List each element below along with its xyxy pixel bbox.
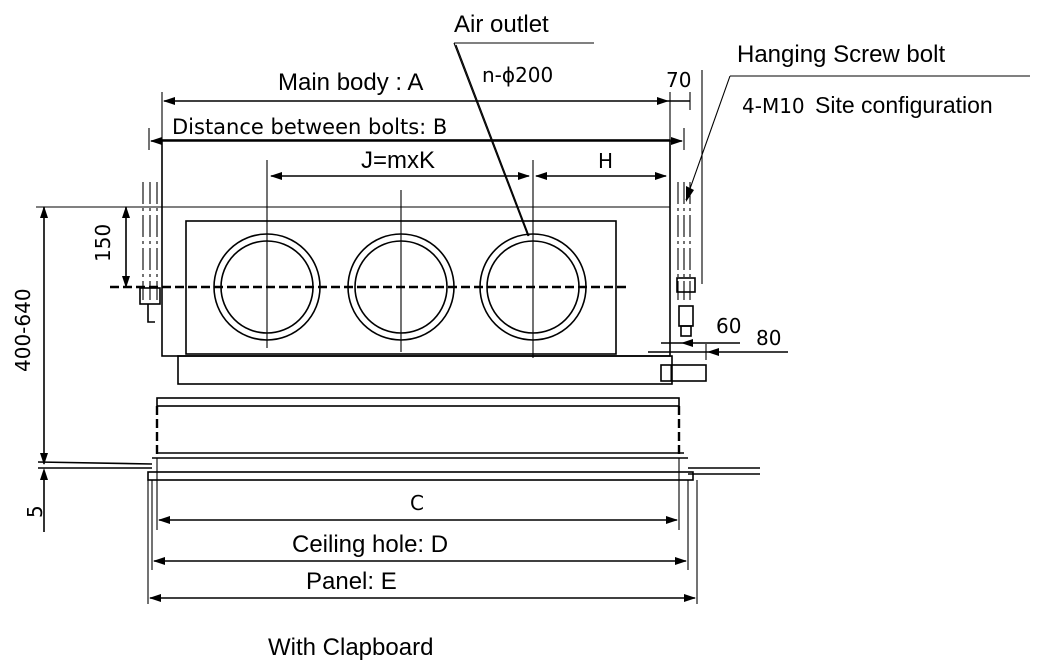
right-hanging-bolt — [676, 182, 696, 337]
dim-80-arrow — [707, 348, 719, 356]
clapboard — [156, 397, 680, 407]
dim-60-arrow — [681, 339, 693, 347]
dim-60-label: 60 — [716, 314, 741, 338]
drain-pipe — [660, 364, 707, 382]
panel-outline — [147, 471, 694, 481]
bolts-distance-label: Distance between bolts: B — [172, 115, 447, 139]
air-outlet-label: Air outlet — [454, 11, 549, 38]
dim-5-label: 5 — [23, 505, 47, 518]
pitch-label: J=mxK — [361, 147, 435, 174]
hanging-bolt-label: Hanging Screw bolt — [737, 41, 945, 68]
ceiling-hole-label: Ceiling hole: D — [292, 531, 448, 558]
bolt-spec-suffix: Site configuration — [815, 92, 993, 118]
lower-body-strip — [177, 355, 673, 385]
caption: With Clapboard — [268, 634, 433, 661]
dim-150-label: 150 — [91, 224, 115, 262]
dim-height-label: 400-640 — [11, 288, 35, 372]
outlet-spec-label: n-ϕ200 — [482, 63, 553, 87]
dim-80-label: 80 — [756, 326, 781, 350]
main-body-label: Main body : A — [278, 69, 423, 96]
c-label: C — [410, 491, 424, 515]
dim-70-label: 70 — [666, 68, 691, 92]
dim-5-arrow — [40, 468, 48, 480]
bolt-spec-prefix: 4-M10 — [742, 94, 805, 118]
hanging-bolt-leader — [685, 75, 731, 201]
left-hanging-bolt — [139, 182, 161, 323]
panel-label: Panel: E — [306, 568, 397, 595]
ceiling-left-a — [37, 461, 153, 465]
h-label: H — [598, 149, 613, 173]
